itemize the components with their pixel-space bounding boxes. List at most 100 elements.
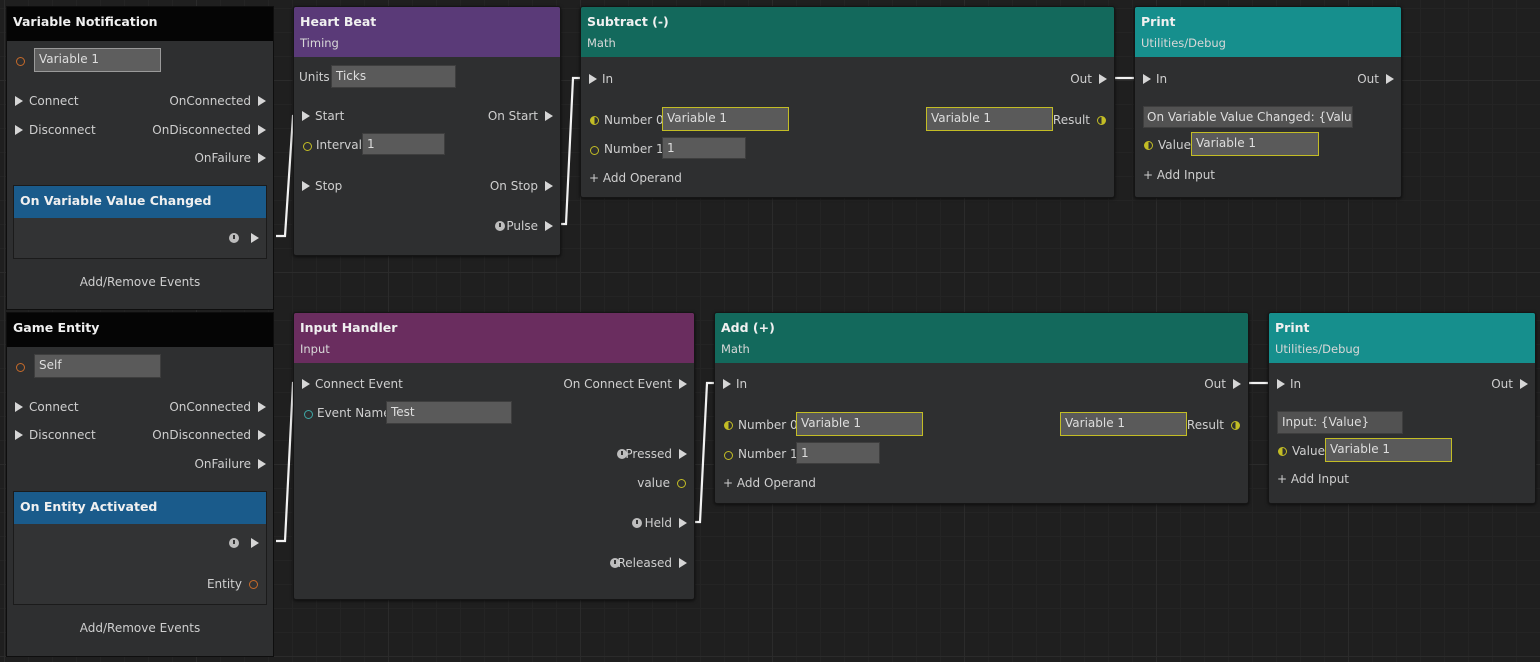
in-pin-icon[interactable] bbox=[1143, 74, 1151, 84]
input-handler-node[interactable]: Input Handler Input Connect Event On Con… bbox=[293, 312, 695, 600]
disconnect-label: Disconnect bbox=[29, 123, 96, 137]
connect-in-pin-icon[interactable] bbox=[15, 96, 23, 106]
node-header[interactable]: Add (+) Math bbox=[715, 313, 1248, 363]
connect-event-in-pin-icon[interactable] bbox=[302, 379, 310, 389]
interval-pin-icon[interactable] bbox=[303, 142, 312, 151]
node-header[interactable]: Input Handler Input bbox=[294, 313, 694, 363]
result-field[interactable]: Variable 1 bbox=[1060, 412, 1187, 436]
clock-icon bbox=[617, 449, 627, 459]
node-title: Print bbox=[1141, 14, 1176, 29]
disconnect-label: Disconnect bbox=[29, 428, 96, 442]
node-header[interactable]: Print Utilities/Debug bbox=[1269, 313, 1535, 363]
number1-field[interactable]: 1 bbox=[796, 442, 880, 464]
out-label: Out bbox=[1357, 72, 1379, 86]
format-field[interactable]: Input: {Value} bbox=[1277, 411, 1403, 434]
on-failure-pin-icon[interactable] bbox=[258, 459, 266, 469]
on-connect-event-pin-icon[interactable] bbox=[679, 379, 687, 389]
on-start-label: On Start bbox=[487, 109, 538, 123]
on-disconnected-pin-icon[interactable] bbox=[258, 125, 266, 135]
in-pin-icon[interactable] bbox=[1277, 379, 1285, 389]
event-out-pin-icon[interactable] bbox=[251, 233, 259, 243]
event-on-entity-activated[interactable]: On Entity Activated Entity bbox=[13, 491, 267, 605]
value-field[interactable]: Variable 1 bbox=[1325, 438, 1452, 462]
variable-pin-icon[interactable] bbox=[16, 57, 25, 66]
number1-pin-icon[interactable] bbox=[724, 451, 733, 460]
entity-output-pin-icon[interactable] bbox=[249, 580, 258, 589]
number0-pin-icon[interactable] bbox=[590, 116, 599, 125]
add-remove-events-button[interactable]: Add/Remove Events bbox=[79, 621, 201, 635]
value-pin-icon[interactable] bbox=[1278, 447, 1287, 456]
number1-pin-icon[interactable] bbox=[590, 146, 599, 155]
node-title: Add (+) bbox=[721, 320, 775, 335]
entity-field[interactable]: Self bbox=[34, 354, 161, 378]
stop-in-pin-icon[interactable] bbox=[302, 181, 310, 191]
add-node[interactable]: Add (+) Math In Out Number 0 Variable 1 … bbox=[714, 312, 1249, 504]
on-start-pin-icon[interactable] bbox=[545, 111, 553, 121]
in-pin-icon[interactable] bbox=[589, 74, 597, 84]
out-label: Out bbox=[1070, 72, 1092, 86]
on-stop-pin-icon[interactable] bbox=[545, 181, 553, 191]
value-pin-icon[interactable] bbox=[1144, 141, 1153, 150]
value-field[interactable]: Variable 1 bbox=[1191, 132, 1319, 156]
held-out-pin-icon[interactable] bbox=[679, 518, 687, 528]
connect-in-pin-icon[interactable] bbox=[15, 402, 23, 412]
node-header[interactable]: Game Entity bbox=[7, 313, 273, 347]
node-header[interactable]: Print Utilities/Debug bbox=[1135, 7, 1401, 57]
number0-field[interactable]: Variable 1 bbox=[662, 107, 789, 131]
event-out-pin-icon[interactable] bbox=[251, 538, 259, 548]
add-operand-label: Add Operand bbox=[602, 171, 682, 185]
result-field[interactable]: Variable 1 bbox=[926, 107, 1053, 131]
add-remove-events-button[interactable]: Add/Remove Events bbox=[79, 275, 201, 289]
result-label: Result bbox=[1186, 418, 1224, 432]
add-input-button[interactable]: + Add Input bbox=[1143, 167, 1215, 183]
in-label: In bbox=[736, 377, 748, 391]
result-pin-icon[interactable] bbox=[1097, 116, 1106, 125]
add-operand-button[interactable]: + Add Operand bbox=[723, 475, 816, 491]
node-header[interactable]: Subtract (-) Math bbox=[581, 7, 1114, 57]
variable-field[interactable]: Variable 1 bbox=[34, 48, 161, 72]
event-name-pin-icon[interactable] bbox=[304, 410, 313, 419]
start-in-pin-icon[interactable] bbox=[302, 111, 310, 121]
on-disconnected-pin-icon[interactable] bbox=[258, 430, 266, 440]
on-stop-label: On Stop bbox=[489, 179, 538, 193]
add-operand-button[interactable]: + Add Operand bbox=[589, 170, 682, 186]
result-pin-icon[interactable] bbox=[1231, 421, 1240, 430]
print-node-1[interactable]: Print Utilities/Debug In Out On Variable… bbox=[1134, 6, 1402, 198]
out-pin-icon[interactable] bbox=[1520, 379, 1528, 389]
event-name-field[interactable]: Test bbox=[386, 401, 512, 424]
on-connected-pin-icon[interactable] bbox=[258, 402, 266, 412]
units-dropdown[interactable]: Ticks bbox=[331, 65, 456, 88]
out-pin-icon[interactable] bbox=[1233, 379, 1241, 389]
on-failure-pin-icon[interactable] bbox=[258, 153, 266, 163]
out-pin-icon[interactable] bbox=[1099, 74, 1107, 84]
entity-pin-icon[interactable] bbox=[16, 363, 25, 372]
released-pin-icon[interactable] bbox=[679, 558, 687, 568]
clock-icon bbox=[632, 518, 642, 528]
pulse-out-pin-icon[interactable] bbox=[545, 221, 553, 231]
node-header[interactable]: Variable Notification bbox=[7, 7, 273, 41]
number0-field[interactable]: Variable 1 bbox=[796, 412, 923, 436]
out-pin-icon[interactable] bbox=[1386, 74, 1394, 84]
node-header[interactable]: Heart Beat Timing bbox=[294, 7, 560, 57]
interval-field[interactable]: 1 bbox=[362, 133, 445, 155]
in-pin-icon[interactable] bbox=[723, 379, 731, 389]
disconnect-in-pin-icon[interactable] bbox=[15, 430, 23, 440]
format-field[interactable]: On Variable Value Changed: {Value} bbox=[1143, 106, 1353, 128]
add-input-button[interactable]: + Add Input bbox=[1277, 471, 1349, 487]
variable-notification-node[interactable]: Variable Notification Variable 1 Connect… bbox=[6, 6, 274, 310]
subtract-node[interactable]: Subtract (-) Math In Out Number 0 Variab… bbox=[580, 6, 1115, 198]
print-node-2[interactable]: Print Utilities/Debug In Out Input: {Val… bbox=[1268, 312, 1536, 504]
number1-field[interactable]: 1 bbox=[662, 137, 746, 159]
number0-pin-icon[interactable] bbox=[724, 421, 733, 430]
units-label: Units bbox=[299, 70, 330, 84]
pressed-pin-icon[interactable] bbox=[679, 449, 687, 459]
disconnect-in-pin-icon[interactable] bbox=[15, 125, 23, 135]
heart-beat-node[interactable]: Heart Beat Timing Units Ticks Start On S… bbox=[293, 6, 561, 256]
on-connected-pin-icon[interactable] bbox=[258, 96, 266, 106]
value-pin-icon[interactable] bbox=[677, 479, 686, 488]
pulse-label: Pulse bbox=[506, 219, 538, 233]
event-on-variable-value-changed[interactable]: On Variable Value Changed bbox=[13, 185, 267, 259]
node-title: Heart Beat bbox=[300, 14, 377, 29]
node-category: Timing bbox=[300, 36, 339, 50]
game-entity-node[interactable]: Game Entity Self Connect OnConnected Dis… bbox=[6, 312, 274, 657]
